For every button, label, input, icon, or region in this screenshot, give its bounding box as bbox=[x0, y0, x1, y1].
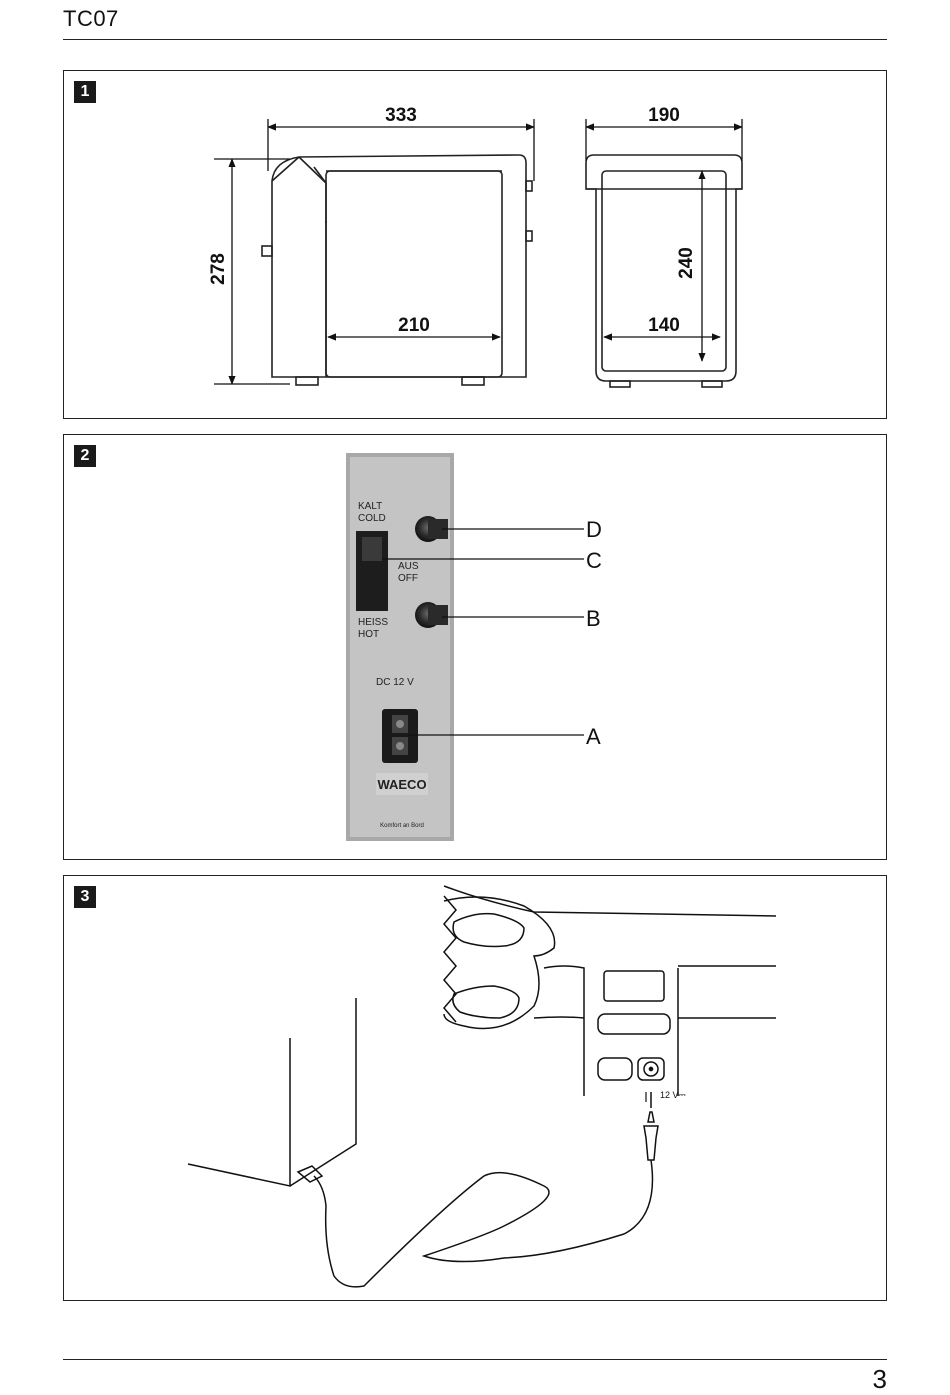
dim-width-total: 333 bbox=[385, 105, 417, 126]
figure-2-badge: 2 bbox=[74, 445, 96, 467]
label-hot: HOT bbox=[358, 629, 379, 640]
dim-height-total: 278 bbox=[208, 253, 229, 285]
document-title: TC07 bbox=[63, 6, 119, 31]
figure-2-control-panel: 2 KALT COLD AUS OFF H bbox=[63, 434, 887, 860]
brand-tagline: Komfort an Bord bbox=[380, 823, 424, 829]
power-cable bbox=[313, 1159, 654, 1288]
dashboard-top bbox=[443, 885, 777, 917]
figure-3-badge: 3 bbox=[74, 886, 96, 908]
car-connection-drawing: 12 V⎓ bbox=[187, 885, 777, 1288]
page-number: 3 bbox=[872, 1364, 887, 1394]
dim-depth-total: 190 bbox=[648, 105, 680, 126]
dim-inner-width: 210 bbox=[398, 315, 430, 336]
label-off: OFF bbox=[398, 573, 418, 584]
cooler-outline bbox=[187, 1038, 291, 1187]
cooler-front-view bbox=[585, 154, 743, 388]
footer-rule bbox=[63, 1359, 887, 1360]
cooler-side-view bbox=[261, 154, 533, 386]
dc-socket bbox=[382, 709, 418, 763]
dim-inner-depth: 140 bbox=[648, 315, 680, 336]
callout-a: A bbox=[586, 724, 601, 749]
figure-1-dimensions: 1 bbox=[63, 70, 887, 419]
figure-3-connection: 3 bbox=[63, 875, 887, 1301]
label-heiss: HEISS bbox=[358, 617, 388, 628]
callout-c: C bbox=[586, 548, 602, 573]
cooler-socket bbox=[296, 1165, 324, 1183]
control-panel-photo: KALT COLD AUS OFF HEISS HOT DC 12 V WAEC… bbox=[346, 453, 602, 841]
label-kalt: KALT bbox=[358, 501, 382, 512]
callout-b: B bbox=[586, 606, 601, 631]
callout-d: D bbox=[586, 517, 602, 542]
dim-inner-height: 240 bbox=[676, 247, 697, 279]
label-aus: AUS bbox=[398, 561, 419, 572]
socket-voltage-label: 12 V⎓ bbox=[660, 1090, 686, 1100]
label-dc: DC 12 V bbox=[376, 677, 414, 688]
dimension-drawing: 333 278 210 190 240 140 bbox=[208, 105, 743, 388]
label-cold: COLD bbox=[358, 513, 386, 524]
brand-logo: WAECO bbox=[377, 777, 426, 792]
air-vent bbox=[603, 970, 665, 1002]
car-plug bbox=[643, 1125, 659, 1161]
figure-1-badge: 1 bbox=[74, 81, 96, 103]
header-rule bbox=[63, 39, 887, 40]
cigarette-lighter-socket bbox=[637, 1057, 665, 1081]
